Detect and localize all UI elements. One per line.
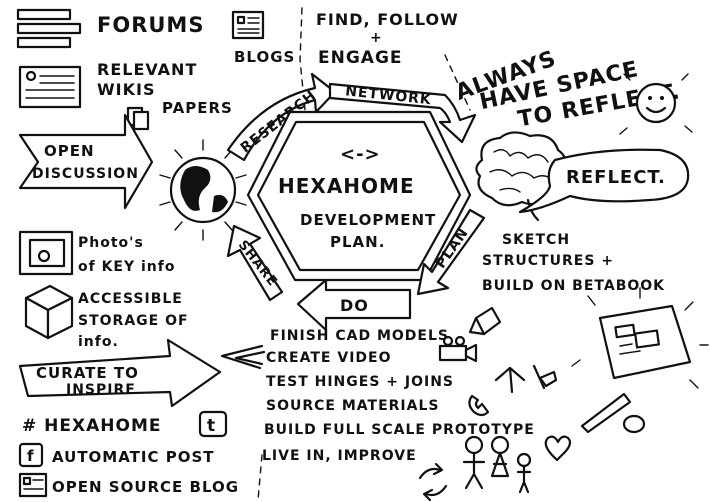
- plus-label: +: [370, 30, 383, 46]
- family-icon: [462, 435, 532, 494]
- sketch-label-3: BUILD ON BETABOOK: [482, 278, 665, 294]
- tumblr-icon: t: [198, 410, 228, 438]
- papers-icon: [126, 106, 150, 131]
- photos-label-2: of KEY info: [78, 259, 175, 275]
- do-arrow: [296, 278, 412, 332]
- heart-icon: [544, 435, 572, 462]
- wikis-label-2: WIKIS: [97, 80, 155, 99]
- task-finish-cad: FINISH CAD MODELS: [270, 328, 449, 344]
- task-test-hinges: TEST HINGES + JOINS: [266, 374, 454, 390]
- open-source-blog-icon: [18, 472, 48, 498]
- blogs-label: BLOGS: [234, 48, 295, 66]
- hammer-icon: [580, 392, 646, 434]
- brain-icon: [475, 131, 568, 222]
- hexagon-frame: [246, 110, 472, 282]
- photos-label-1: Photo's: [78, 235, 144, 251]
- photo-icon: [18, 230, 74, 276]
- smiley-icon: [619, 73, 693, 135]
- refresh-cycle-icon: [418, 462, 448, 502]
- hexahome-logo-icon: <->: [340, 144, 381, 165]
- open-discussion-label-2: DISCUSSION: [32, 166, 139, 182]
- network-label: NETWORK: [344, 83, 432, 108]
- storage-label-3: info.: [78, 334, 119, 350]
- forums-label: FORUMS: [97, 13, 204, 37]
- hashtag-label: # HEXAHOME: [22, 416, 161, 436]
- task-build-prototype: BUILD FULL SCALE PROTOTYPE: [264, 422, 535, 438]
- open-discussion-label-1: OPEN: [44, 142, 95, 160]
- storage-label-1: ACCESSIBLE: [78, 291, 183, 307]
- find-follow-label: FIND, FOLLOW: [316, 10, 459, 29]
- papers-label: PAPERS: [162, 99, 233, 117]
- curate-banner: [18, 338, 222, 408]
- wikis-label-1: RELEVANT: [97, 60, 197, 79]
- plan-label: PLAN.: [330, 233, 385, 251]
- sketch-label-2: STRUCTURES +: [482, 253, 614, 269]
- plan-arrow: [416, 208, 486, 296]
- development-label: DEVELOPMENT: [300, 211, 436, 229]
- share-label: SHARE: [235, 238, 280, 290]
- phone-icon: [468, 394, 490, 417]
- wiki-page-icon: [18, 65, 82, 109]
- task-create-video: CREATE VIDEO: [266, 350, 391, 366]
- storage-box-icon: [24, 284, 74, 340]
- reflect-label: REFLECT.: [566, 167, 666, 188]
- blog-page-icon: [231, 10, 265, 40]
- forums-icon: [16, 8, 82, 49]
- divider-line-right: [444, 54, 471, 111]
- curate-label-1: CURATE TO: [36, 364, 139, 382]
- task-live-in: LIVE IN, IMPROVE: [262, 448, 417, 464]
- globe-icon: [159, 139, 247, 241]
- open-source-blog-label: OPEN SOURCE BLOG: [52, 478, 239, 496]
- tasks-double-arrow: [220, 344, 266, 370]
- video-camera-icon: [438, 335, 478, 363]
- reflect-bubble: [518, 148, 690, 214]
- facebook-icon: f: [18, 442, 44, 468]
- engage-label: ENGAGE: [318, 48, 403, 68]
- open-discussion-arrow: [18, 113, 154, 210]
- storage-label-2: STORAGE OF: [78, 313, 189, 329]
- network-arrow: [328, 82, 477, 144]
- sketch-label-1: SKETCH: [502, 232, 570, 248]
- hinge-tools-icon: [494, 364, 558, 394]
- cad-pencil-icon: [468, 306, 502, 336]
- tablet-sketch-icon: [571, 287, 709, 389]
- automatic-post-label: AUTOMATIC POST: [52, 448, 215, 466]
- divider-line-bottom: [257, 454, 263, 501]
- do-label: DO: [340, 296, 369, 315]
- svg-text:t: t: [207, 416, 216, 436]
- hexahome-title: HEXAHOME: [278, 174, 415, 198]
- task-source-materials: SOURCE MATERIALS: [266, 398, 439, 414]
- svg-text:f: f: [27, 447, 35, 465]
- share-arrow: [226, 224, 284, 302]
- curate-label-2: INSPIRE: [66, 382, 136, 398]
